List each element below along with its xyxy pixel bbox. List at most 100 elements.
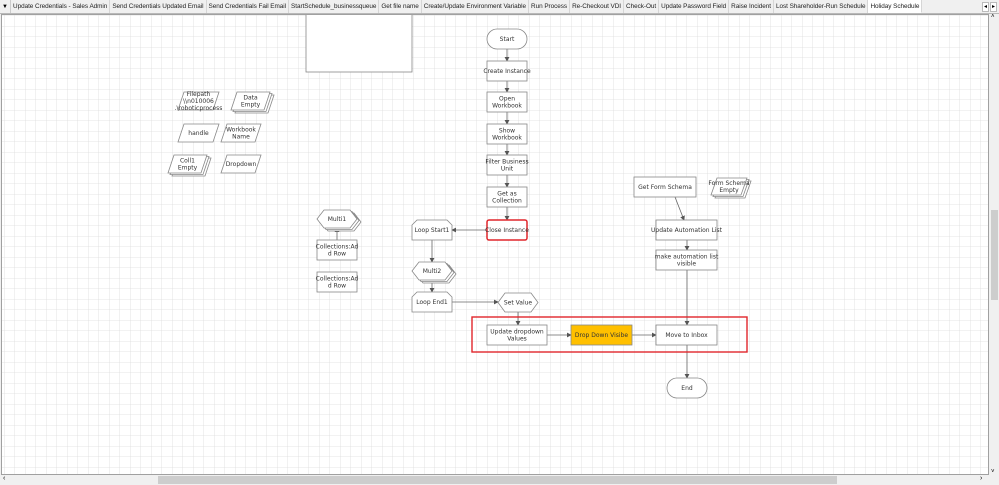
tab-dropdown-icon[interactable]: ▼ <box>0 0 11 13</box>
tab-scroll-buttons: ◂ ▸ <box>981 0 999 13</box>
connector-arrow <box>674 196 685 221</box>
stage-set-value[interactable]: Set Value <box>497 292 539 313</box>
stage-label: Dropdown <box>226 161 257 168</box>
connectors <box>334 49 690 379</box>
tab-update-password-field[interactable]: Update Password Field <box>659 0 730 13</box>
tab-holiday-schedule[interactable]: Holiday Schedule <box>868 0 923 13</box>
stage-label: Filter Business <box>485 159 528 166</box>
stage-multi1[interactable]: Multi1 <box>316 209 362 232</box>
stage-dropdown-visible[interactable]: Drop Down Visibe <box>570 324 633 346</box>
stage-label: Empty <box>178 165 198 172</box>
stage-coll-add-row2[interactable]: Collections:Add Row <box>316 271 359 293</box>
stage-label: Workbook <box>226 127 256 134</box>
stage-label: Empty <box>241 102 261 109</box>
stage-label: Loop Start1 <box>415 227 450 234</box>
scroll-right-icon[interactable]: › <box>980 475 983 482</box>
stage-label: Update dropdown <box>490 329 544 336</box>
tab-startschedule-businessqueue[interactable]: StartSchedule_businessqueue <box>289 0 380 13</box>
stage-label: Move to Inbox <box>665 332 708 339</box>
tab-re-checkout-vdi[interactable]: Re-Checkout VDI <box>570 0 625 13</box>
stage-label: Start <box>500 36 515 43</box>
stage-label: .\roboticprocess <box>175 105 223 112</box>
stage-label: Workbook <box>492 135 522 142</box>
scroll-down-icon[interactable]: ˅ <box>991 469 995 475</box>
tab-create-update-environment-variable[interactable]: Create/Update Environment Variable <box>422 0 530 13</box>
tab-update-credentials-sales-admin[interactable]: Update Credentials - Sales Admin <box>11 0 111 13</box>
selection-rectangle <box>471 316 748 353</box>
stage-label: d Row <box>328 251 346 258</box>
stage-label: Multi2 <box>423 268 442 275</box>
stage-create-instance[interactable]: Create Instance <box>483 60 531 82</box>
tab-scroll-right-icon[interactable]: ▸ <box>989 1 997 12</box>
stage-label: Update Automation List <box>651 227 723 234</box>
stage-label: Collections:Ad <box>316 244 359 251</box>
stage-label: handle <box>188 130 209 137</box>
scroll-up-icon[interactable]: ˄ <box>991 14 995 20</box>
vertical-scroll-thumb[interactable] <box>991 210 998 300</box>
stage-start[interactable]: Start <box>486 28 528 50</box>
stage-coll-add-row1[interactable]: Collections:Add Row <box>316 239 359 261</box>
stage-label: d Row <box>328 283 346 290</box>
stage-get-form-schema[interactable]: Get Form Schema <box>633 176 697 198</box>
stage-close-instance[interactable]: Close Instance <box>485 219 529 241</box>
scroll-left-icon[interactable]: ‹ <box>3 475 6 482</box>
stage-end[interactable]: End <box>666 377 708 399</box>
stage-label: Show <box>499 128 515 135</box>
tab-send-credentials-fail-email[interactable]: Send Credentials Fail Email <box>207 0 290 13</box>
stage-label: Data <box>243 95 258 102</box>
stage-label: Drop Down Visibe <box>575 332 628 339</box>
vertical-scrollbar[interactable]: ˄ ˅ <box>990 14 999 475</box>
stage-label: Name <box>232 134 250 141</box>
stage-label: Filepath <box>187 91 211 98</box>
tab-run-process[interactable]: Run Process <box>529 0 571 13</box>
note-block[interactable] <box>305 15 413 73</box>
stage-label: Collections:Ad <box>316 276 359 283</box>
stage-multi2[interactable]: Multi2 <box>411 261 457 284</box>
stage-label: Loop End1 <box>416 299 448 306</box>
horizontal-scrollbar[interactable]: ‹ › <box>0 475 990 485</box>
tab-send-credentials-updated-email[interactable]: Send Credentials Updated Email <box>110 0 207 13</box>
stage-label: Create Instance <box>483 68 531 75</box>
stage-handle[interactable]: handle <box>177 123 220 143</box>
stage-label: Get as <box>497 191 516 198</box>
stage-move-inbox[interactable]: Move to Inbox <box>655 324 718 346</box>
stage-label: Multi1 <box>328 216 347 223</box>
tab-raise-incident[interactable]: Raise Incident <box>729 0 774 13</box>
stage-filepath[interactable]: Filepath\\n010006.\roboticprocess <box>175 91 223 112</box>
stage-label: Collection <box>492 198 522 205</box>
stage-label: Close Instance <box>485 227 529 234</box>
tab-get-file-name[interactable]: Get file name <box>379 0 422 13</box>
stage-label: \\n010006 <box>183 98 214 105</box>
stage-dropdown[interactable]: Dropdown <box>220 154 262 174</box>
stage-loop-start1[interactable]: Loop Start1 <box>411 219 453 241</box>
stage-label: visible <box>677 261 696 268</box>
tab-scroll-left-icon[interactable]: ◂ <box>981 1 989 12</box>
stage-label: Form Schema <box>708 180 749 187</box>
tab-lost-shareholder-run-schedule[interactable]: Lost Shareholder-Run Schedule <box>774 0 869 13</box>
stage-update-automation[interactable]: Update Automation List <box>651 219 723 241</box>
stage-label: Values <box>507 336 527 343</box>
grid-background <box>2 15 988 474</box>
stage-loop-end1[interactable]: Loop End1 <box>411 291 453 313</box>
horizontal-scroll-thumb[interactable] <box>158 476 837 484</box>
stage-label: Workbook <box>492 103 522 110</box>
stage-label: Empty <box>719 187 739 194</box>
tab-check-out[interactable]: Check-Out <box>624 0 660 13</box>
stage-label: make automation list <box>655 254 719 261</box>
stage-label: Open <box>499 96 515 103</box>
